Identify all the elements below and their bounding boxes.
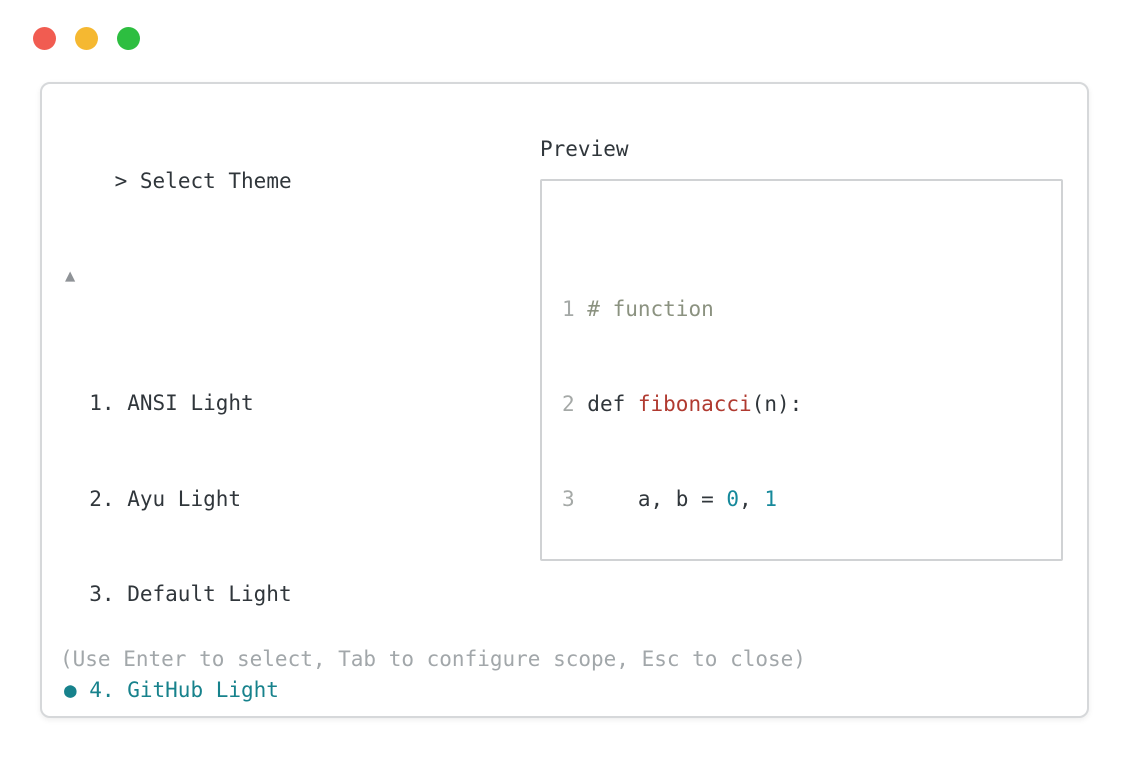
window-controls <box>33 27 140 50</box>
code-line: 2 def fibonacci(n): <box>562 391 803 416</box>
scroll-up-icon[interactable]: ▲ <box>65 266 76 287</box>
theme-item-ayu-light[interactable]: 2. Ayu Light <box>76 486 242 511</box>
preview-title: Preview <box>540 137 629 161</box>
close-button-icon[interactable] <box>33 27 56 50</box>
minimize-button-icon[interactable] <box>75 27 98 50</box>
prompt-caret-icon: > <box>114 168 128 193</box>
code-line: 3 a, b = 0, 1 <box>562 487 777 512</box>
theme-list: > Select Theme ▲ 1. ANSI Light 2. Ayu Li… <box>64 134 342 757</box>
preview-box: 1 # function 2 def fibonacci(n): 3 a, b … <box>540 179 1063 561</box>
code-line: 1 # function <box>562 296 714 321</box>
theme-item-ansi-light[interactable]: 1. ANSI Light <box>76 391 254 416</box>
theme-item-default-light[interactable]: 3. Default Light <box>76 582 292 607</box>
selected-bullet-icon: ● <box>64 677 77 702</box>
zoom-button-icon[interactable] <box>117 27 140 50</box>
select-theme-header: > Select Theme <box>115 169 292 193</box>
theme-item-github-light-selected[interactable]: ● 4. GitHub Light <box>64 675 342 707</box>
theme-picker-panel: > Select Theme ▲ 1. ANSI Light 2. Ayu Li… <box>40 82 1089 718</box>
keyboard-hint: (Use Enter to select, Tab to configure s… <box>60 647 806 671</box>
code-preview: 1 # function 2 def fibonacci(n): 3 a, b … <box>542 181 1061 559</box>
picker-title: Select Theme <box>139 168 292 193</box>
